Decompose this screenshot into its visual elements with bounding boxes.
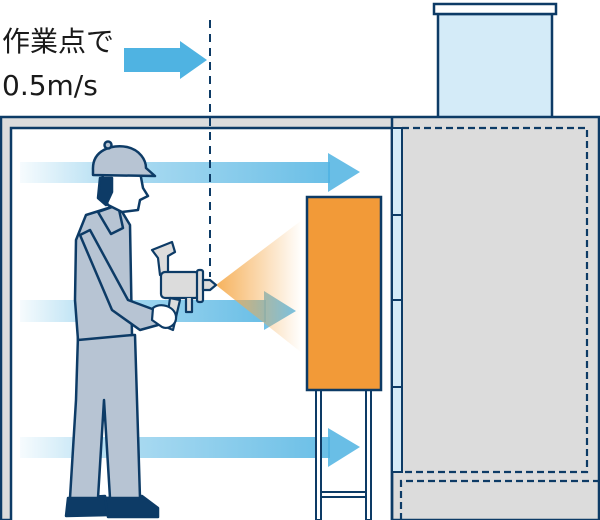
velocity-arrow (124, 41, 207, 79)
air-velocity-value: 0.5m/s (2, 69, 98, 102)
exhaust-duct (432, 2, 558, 120)
workpiece (305, 195, 383, 392)
spray-gun (152, 242, 218, 332)
paint-spray (216, 220, 302, 353)
filter-panels (391, 127, 403, 473)
work-point-label: 作業点で (2, 25, 115, 58)
worker (64, 140, 160, 519)
exhaust-chamber-outline (399, 126, 600, 520)
